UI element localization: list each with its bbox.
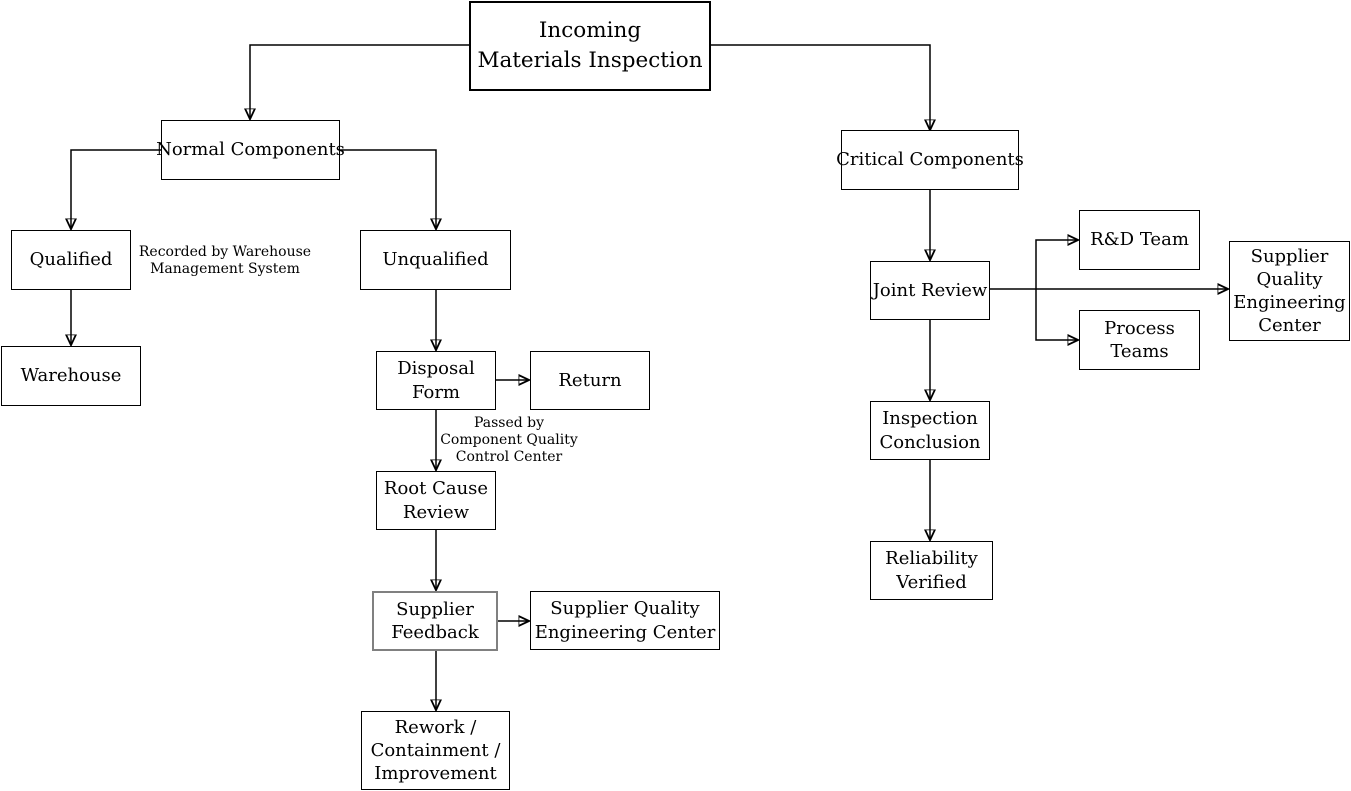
node-label: Root Cause Review — [383, 478, 489, 523]
node-label: Supplier Quality Engineering Center — [534, 598, 716, 643]
edge-incoming-to-normal — [250, 44, 469, 118]
node-supplier-quality-engineering-center-right: Supplier Quality Engineering Center — [1229, 241, 1350, 341]
node-label: Incoming Materials Inspection — [477, 18, 703, 73]
edge-normal-to-qualified — [71, 149, 161, 228]
node-label: Return — [558, 369, 622, 391]
node-supplier-feedback: Supplier Feedback — [372, 591, 498, 651]
node-root-cause-review: Root Cause Review — [376, 471, 496, 530]
node-incoming-materials-inspection: Incoming Materials Inspection — [469, 1, 711, 91]
node-label: Supplier Feedback — [391, 598, 479, 643]
annotation-passed-by-cqcc: Passed by Component Quality Control Cent… — [440, 415, 578, 466]
edge-normal-to-unqualified — [340, 149, 436, 228]
node-inspection-conclusion: Inspection Conclusion — [870, 401, 990, 460]
node-joint-review: Joint Review — [870, 261, 990, 320]
node-label: Reliability Verified — [885, 548, 978, 593]
node-label: Warehouse — [20, 365, 122, 387]
node-rd-team: R&D Team — [1079, 210, 1200, 270]
annotation-recorded-by-warehouse: Recorded by Warehouse Management System — [138, 244, 312, 278]
node-label: Normal Components — [156, 139, 345, 161]
node-label: Process Teams — [1104, 317, 1175, 362]
node-label: Qualified — [29, 249, 113, 271]
node-process-teams: Process Teams — [1079, 310, 1200, 370]
node-label: Critical Components — [836, 149, 1024, 171]
node-unqualified: Unqualified — [360, 230, 511, 290]
edge-fork-to-process-teams — [1035, 289, 1077, 340]
node-normal-components: Normal Components — [156, 120, 345, 180]
edge-fork-to-rd-team — [1035, 240, 1077, 289]
node-critical-components: Critical Components — [836, 130, 1024, 190]
node-label: Inspection Conclusion — [879, 408, 981, 453]
node-disposal-form: Disposal Form — [376, 351, 496, 410]
node-label: Disposal Form — [397, 358, 475, 403]
edge-incoming-to-critical — [711, 44, 930, 129]
node-qualified: Qualified — [11, 230, 131, 290]
node-warehouse: Warehouse — [1, 346, 141, 406]
node-label: Supplier Quality Engineering Center — [1233, 245, 1346, 337]
node-return: Return — [530, 351, 650, 410]
node-reliability-verified: Reliability Verified — [870, 541, 993, 600]
node-label: Rework / Containment / Improvement — [370, 716, 501, 785]
node-label: Joint Review — [872, 279, 988, 301]
node-rework-containment-improvement: Rework / Containment / Improvement — [361, 711, 510, 790]
node-supplier-quality-engineering-center-left: Supplier Quality Engineering Center — [530, 591, 720, 650]
node-label: Unqualified — [382, 249, 489, 271]
node-label: R&D Team — [1090, 229, 1189, 251]
